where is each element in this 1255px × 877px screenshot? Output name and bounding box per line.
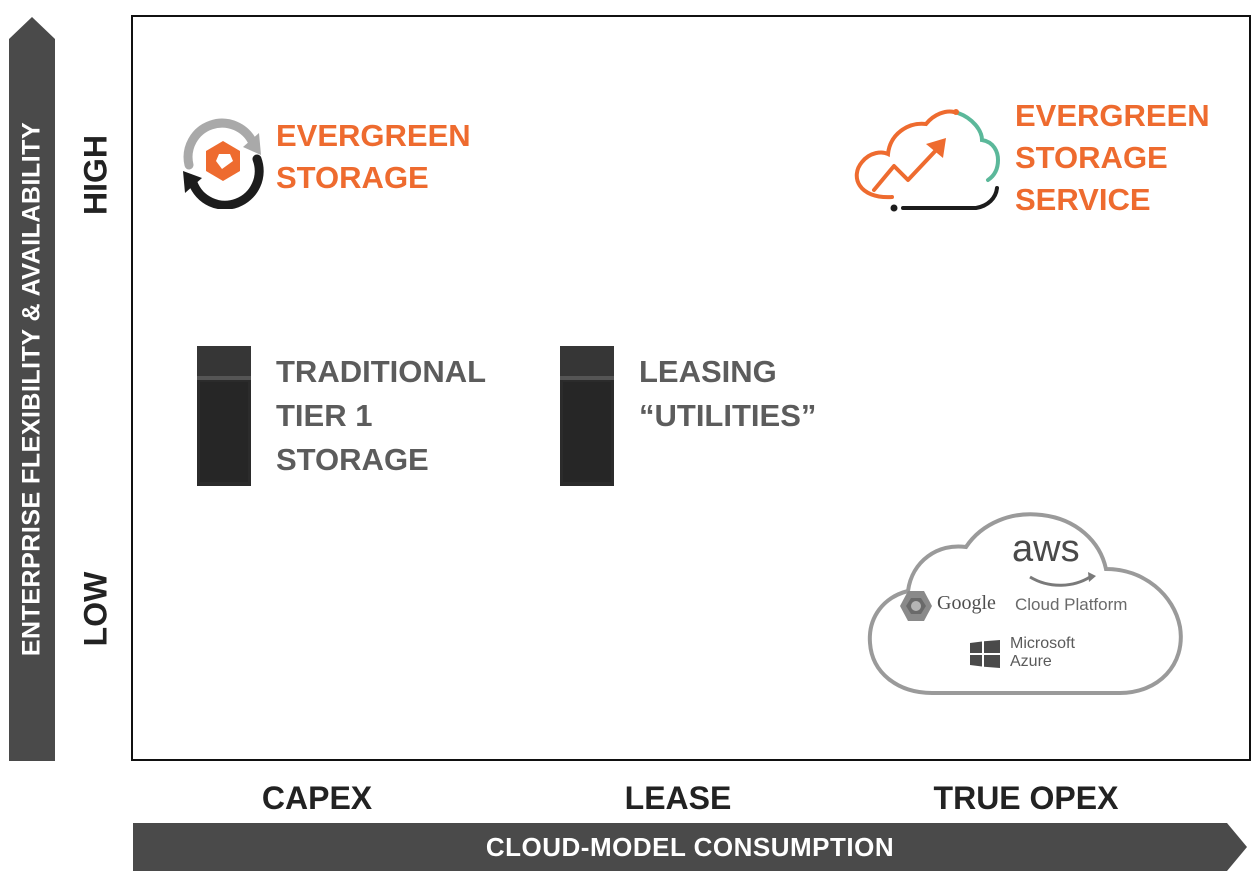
x-tick-true-opex: TRUE OPEX xyxy=(933,780,1119,816)
server-tower-icon xyxy=(560,346,614,486)
x-tick-lease: LEASE xyxy=(624,780,732,816)
evergreen-storage-label: EVERGREEN STORAGE xyxy=(276,118,471,195)
windows-logo-icon xyxy=(970,640,1000,668)
traditional-storage-label: TRADITIONAL TIER 1 STORAGE xyxy=(276,354,487,477)
hexagon-icon xyxy=(900,591,932,621)
server-tower-icon xyxy=(197,346,251,486)
cloud-trend-arrow-icon xyxy=(854,109,1001,212)
y-axis-arrow xyxy=(9,17,55,761)
azure-label: Microsoft Azure xyxy=(1010,635,1075,670)
smile-arrow-icon xyxy=(1029,572,1096,587)
x-tick-capex: CAPEX xyxy=(261,780,373,816)
public-cloud-outline xyxy=(867,512,1183,695)
x-axis-label: CLOUD-MODEL CONSUMPTION xyxy=(485,831,895,862)
quadrant-frame xyxy=(131,15,1251,761)
google-brand-label: Google xyxy=(937,592,996,614)
leasing-label: LEASING “UTILITIES” xyxy=(639,354,817,433)
circular-arrows-logo-icon xyxy=(183,118,264,209)
google-product-label: Cloud Platform xyxy=(1015,595,1128,614)
x-axis-arrow xyxy=(133,823,1247,871)
aws-label: aws xyxy=(1012,528,1080,570)
evergreen-storage-service-label: EVERGREEN STORAGE SERVICE xyxy=(1015,98,1210,217)
